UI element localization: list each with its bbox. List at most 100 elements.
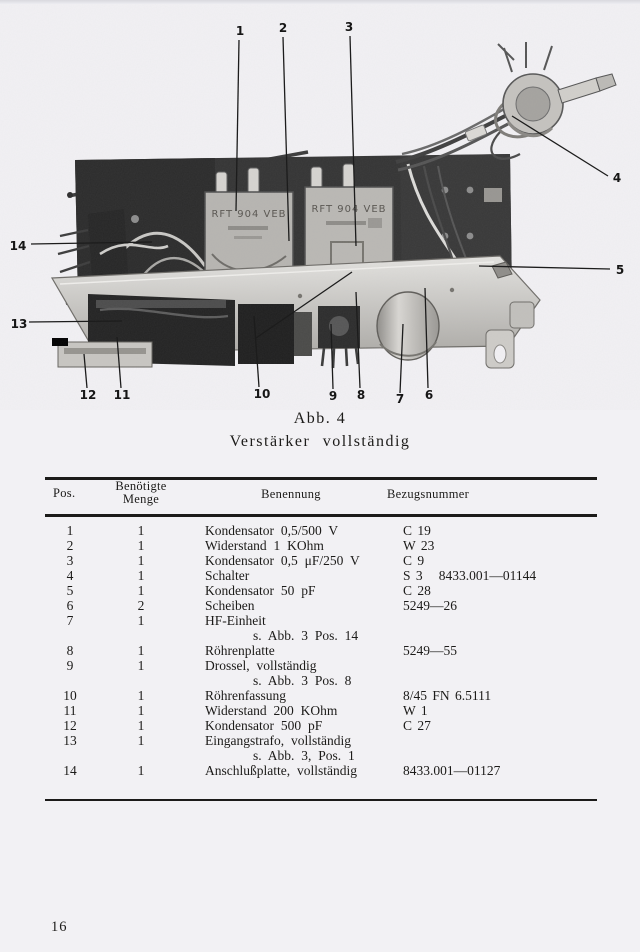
- table-row: 10 1 Röhrenfassung 8/45 FN 6.5111: [45, 688, 597, 703]
- cell-pos: 9: [66, 658, 74, 673]
- part-name: Drossel, vollständig: [205, 658, 317, 673]
- cell-name: Kondensator 500 pF: [187, 718, 395, 733]
- page-number: 16: [51, 919, 68, 935]
- cell-pos: 12: [63, 718, 77, 733]
- cell-pos: 8: [66, 643, 74, 658]
- cell-ref: S 3 8433.001—01144: [403, 568, 537, 583]
- callout-number-9: 9: [329, 389, 337, 403]
- cell-qty: 1: [137, 733, 145, 748]
- cell-ref: C 9: [403, 553, 425, 568]
- part-note: s. Abb. 3 Pos. 14: [253, 628, 359, 643]
- cell-qty: 1: [137, 553, 145, 568]
- figure-caption-number: Abb. 4: [293, 410, 347, 427]
- callout-number-1: 1: [236, 24, 244, 38]
- part-name: Scheiben: [205, 598, 255, 613]
- cell-qty: 1: [137, 763, 145, 778]
- cell-qty: 1: [137, 538, 145, 553]
- callout-line-1: [235, 39, 240, 212]
- callout-line-9: [330, 323, 334, 390]
- figure-caption-title: Verstärker vollständig: [229, 433, 411, 450]
- callout-line-10: [253, 315, 260, 388]
- part-name: HF-Einheit: [205, 613, 266, 628]
- part-name: Schalter: [205, 568, 250, 583]
- column-header-name: Benennung: [261, 487, 321, 501]
- callout-line-13: [28, 320, 123, 323]
- cell-pos: 5: [66, 583, 74, 598]
- part-name: Kondensator 500 pF: [205, 718, 323, 733]
- callout-number-11: 11: [114, 388, 131, 402]
- cell-qty: 1: [137, 523, 145, 538]
- cell-qty: 1: [137, 658, 145, 673]
- callout-number-12: 12: [80, 388, 97, 402]
- cell-name: Scheiben: [187, 598, 395, 613]
- cell-pos: 1: [66, 523, 74, 538]
- figure-abb4: RFT 904 VEB RFT 904 VEB: [0, 4, 640, 410]
- callout-number-2: 2: [279, 21, 287, 35]
- part-name: Eingangstrafo, vollständig: [205, 733, 351, 748]
- cell-ref: W 23: [403, 538, 435, 553]
- callout-number-10: 10: [254, 387, 271, 401]
- column-header-ref: Bezugsnummer: [387, 487, 470, 501]
- table-rule-bottom: [45, 799, 597, 801]
- callout-line-10: [255, 271, 353, 339]
- table-rule-header: [45, 514, 597, 517]
- cell-ref: 8/45 FN 6.5111: [403, 688, 492, 703]
- column-header-qty-line2: Menge: [122, 492, 160, 506]
- part-name: Röhrenplatte: [205, 643, 275, 658]
- callout-number-13: 13: [11, 317, 28, 331]
- callout-number-7: 7: [396, 392, 404, 406]
- callout-number-6: 6: [425, 388, 433, 402]
- callout-number-5: 5: [616, 263, 624, 277]
- column-header-pos: Pos.: [53, 486, 76, 500]
- cell-pos: 3: [66, 553, 74, 568]
- callout-number-3: 3: [345, 20, 353, 34]
- part-name: Kondensator 0,5 μF/250 V: [205, 553, 360, 568]
- cell-pos: 6: [66, 598, 74, 613]
- cell-qty: 1: [137, 568, 145, 583]
- cell-pos: 11: [63, 703, 77, 718]
- cell-ref: [395, 613, 597, 643]
- cell-name: Kondensator 50 pF: [187, 583, 395, 598]
- cell-ref: 5249—55: [403, 643, 457, 658]
- cell-qty: 1: [137, 703, 145, 718]
- column-header-qty: Benötigte Menge: [95, 480, 187, 506]
- part-name: Widerstand 200 KOhm: [205, 703, 338, 718]
- amplifier-photo: RFT 904 VEB RFT 904 VEB: [0, 4, 640, 410]
- halftone-grain: [0, 4, 640, 410]
- cell-name: Röhrenfassung: [187, 688, 395, 703]
- cell-pos: 2: [66, 538, 74, 553]
- cell-name: Schalter: [187, 568, 395, 583]
- cell-ref: 8433.001—01127: [403, 763, 501, 778]
- cell-qty: 1: [137, 583, 145, 598]
- scan-edge-artifact: [0, 0, 640, 4]
- table-row: 5 1 Kondensator 50 pF C 28: [45, 583, 597, 598]
- cell-ref: C 28: [403, 583, 431, 598]
- callout-line-2: [282, 36, 290, 242]
- table-row: 3 1 Kondensator 0,5 μF/250 V C 9: [45, 553, 597, 568]
- callout-line-7: [399, 323, 404, 394]
- cell-name: Widerstand 1 KOhm: [187, 538, 395, 553]
- callout-line-5: [478, 265, 611, 270]
- cell-pos: 10: [63, 688, 77, 703]
- cell-ref: C 19: [403, 523, 431, 538]
- callout-line-4: [511, 115, 609, 177]
- cell-qty: 1: [137, 688, 145, 703]
- callout-line-6: [424, 287, 429, 389]
- callout-number-8: 8: [357, 388, 365, 402]
- cell-pos: 13: [63, 733, 77, 748]
- cell-pos: 14: [63, 763, 77, 778]
- cell-pos: 7: [66, 613, 74, 628]
